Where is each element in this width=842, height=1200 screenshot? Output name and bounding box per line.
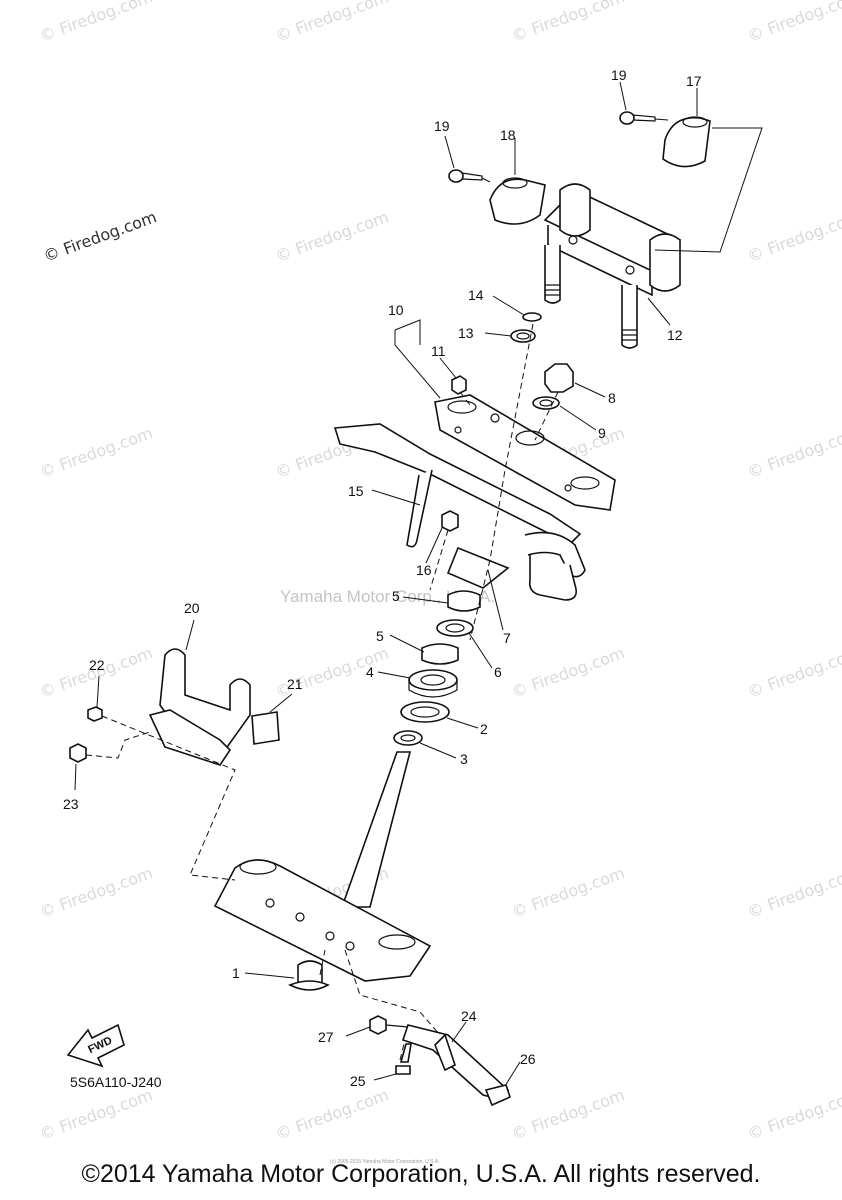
seal-3 (393, 730, 423, 746)
part-26 (484, 1084, 511, 1107)
callout-19a: 19 (434, 118, 450, 134)
oring-14 (522, 312, 542, 322)
callout-21: 21 (287, 676, 303, 692)
cap-17 (662, 116, 711, 168)
watermark: © Firedog.com (37, 1085, 155, 1144)
callout-19b: 19 (611, 67, 627, 83)
assembly-lines (85, 323, 559, 1061)
callout-24: 24 (461, 1008, 477, 1024)
bolt-25 (395, 1043, 412, 1075)
callout-15: 15 (348, 483, 364, 499)
ring-nut-5b (421, 643, 459, 665)
callout-2: 2 (480, 721, 488, 737)
tag-21 (251, 711, 280, 745)
center-watermark: Yamaha Motor Corp., U.S.A. (280, 587, 495, 606)
callout-13: 13 (458, 325, 474, 341)
callout-16: 16 (416, 562, 432, 578)
callout-8: 8 (608, 390, 616, 406)
bolt-11 (451, 375, 467, 395)
bracket-20 (148, 648, 251, 766)
watermark: © Firedog.com (273, 207, 391, 266)
fwd-arrow-icon: FWD (66, 1023, 125, 1068)
copyright-footer: ©2014 Yamaha Motor Corporation, U.S.A. A… (81, 1160, 761, 1188)
watermark: © Firedog.com (509, 863, 627, 922)
callouts: 1 2 3 4 5 5 6 7 8 9 10 11 12 13 14 15 16… (63, 67, 702, 1089)
callout-1: 1 (232, 965, 240, 981)
under-bracket (213, 751, 432, 982)
callout-9: 9 (598, 425, 606, 441)
callout-4: 4 (366, 664, 374, 680)
watermark: © Firedog.com (509, 643, 627, 702)
callout-26: 26 (520, 1051, 536, 1067)
watermark-prominent: © Firedog.com (41, 207, 159, 266)
callout-6: 6 (494, 664, 502, 680)
bolt-27 (369, 1015, 409, 1035)
callout-7: 7 (503, 630, 511, 646)
callout-18: 18 (500, 127, 516, 143)
watermark: © Firedog.com (745, 207, 842, 266)
callout-3: 3 (460, 751, 468, 767)
watermark-layer: © Firedog.com © Firedog.com © Firedog.co… (37, 0, 842, 1144)
callout-12: 12 (667, 327, 683, 343)
bolt-19a (448, 169, 483, 183)
plug-1 (288, 960, 330, 991)
bearing-2 (400, 701, 450, 723)
callout-25: 25 (350, 1073, 366, 1089)
bolt-19b (619, 111, 656, 125)
watermark: © Firedog.com (509, 1085, 627, 1144)
callout-27: 27 (318, 1029, 334, 1045)
washer-9 (532, 396, 560, 410)
watermark: © Firedog.com (37, 423, 155, 482)
diagram-code: 5S6A110-J240 (70, 1074, 162, 1090)
leader-lines (74, 81, 698, 1087)
watermark: © Firedog.com (745, 1085, 842, 1144)
upper-handlebar-holder (543, 183, 682, 349)
screw-22 (87, 706, 103, 722)
watermark: © Firedog.com (509, 0, 627, 46)
collar-16 (441, 510, 459, 532)
callout-11: 11 (431, 343, 446, 359)
callout-23: 23 (63, 796, 79, 812)
callout-14: 14 (468, 287, 484, 303)
watermark: © Firedog.com (745, 863, 842, 922)
callout-5a: 5 (392, 588, 400, 604)
watermark: © Firedog.com (273, 0, 391, 46)
ring-nut-5a (447, 590, 481, 612)
nut-23 (69, 743, 87, 763)
cover-4 (408, 669, 458, 698)
callout-10: 10 (388, 302, 404, 318)
watermark: © Firedog.com (37, 0, 155, 46)
upper-bracket (434, 394, 616, 511)
watermark: © Firedog.com (37, 863, 155, 922)
watermark: © Firedog.com (745, 643, 842, 702)
washer-13 (510, 329, 536, 343)
small-credit: (c) 2005-2015 Yamaha Motor Corporation, … (330, 1159, 440, 1165)
watermark: © Firedog.com (745, 0, 842, 46)
callout-5b: 5 (376, 628, 384, 644)
watermark: © Firedog.com (745, 423, 842, 482)
nut-8 (544, 363, 574, 393)
watermark: © Firedog.com (273, 1085, 391, 1144)
meter-stay (333, 423, 586, 601)
callout-17: 17 (686, 73, 702, 89)
cap-18 (489, 177, 546, 225)
callout-20: 20 (184, 600, 200, 616)
washer-6 (436, 619, 474, 637)
callout-22: 22 (89, 657, 105, 673)
